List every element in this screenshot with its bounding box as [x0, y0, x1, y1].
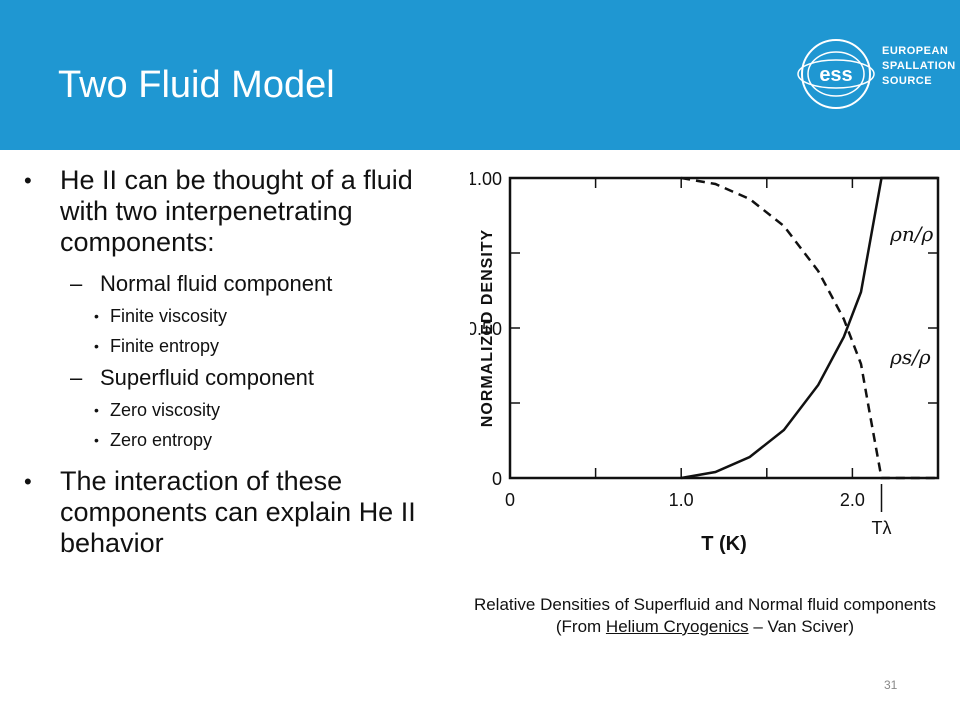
bullet-level1: • He II can be thought of a fluid with t…	[20, 165, 440, 258]
bullet-dash: –	[70, 271, 83, 296]
t-lambda-label: Tλ	[872, 518, 892, 538]
bullet-level3: • Zero entropy	[20, 428, 440, 452]
bullet-text: Superfluid component	[100, 365, 315, 390]
logo-text: EUROPEAN SPALLATION SOURCE	[882, 44, 956, 89]
bullet-dot: •	[94, 402, 99, 418]
x-axis-label: T (K)	[701, 533, 747, 555]
y-axis-label: NORMALIZED DENSITY	[479, 229, 496, 427]
bullet-level3: • Finite entropy	[20, 334, 440, 358]
bullet-text: Zero viscosity	[110, 400, 221, 420]
series-label-normal: ρn/ρ	[889, 222, 933, 246]
bullet-dot: •	[94, 308, 99, 324]
bullet-text: The interaction of these components can …	[60, 466, 416, 558]
bullet-list: • He II can be thought of a fluid with t…	[20, 165, 440, 571]
ess-logo-icon: ess	[797, 39, 875, 109]
bullet-level2: – Normal fluid component	[20, 270, 440, 298]
y-tick-label: 0	[492, 469, 502, 489]
ess-logo: ess EUROPEAN SPALLATION SOURCE	[796, 34, 955, 114]
bullet-text: Zero entropy	[110, 430, 213, 450]
caption-post: – Van Sciver)	[748, 617, 855, 636]
bullet-text: He II can be thought of a fluid with two…	[60, 165, 413, 257]
bullet-level2: – Superfluid component	[20, 364, 440, 392]
bullet-dot: •	[94, 432, 99, 448]
series-label-super: ρs/ρ	[889, 345, 931, 369]
x-tick-label: 1.0	[669, 490, 694, 510]
bullet-text: Normal fluid component	[100, 271, 333, 296]
logo-mark: ess	[819, 64, 852, 86]
caption-line1: Relative Densities of Superfluid and Nor…	[473, 595, 937, 614]
y-tick-label: 0.50	[470, 319, 502, 339]
bullet-dot: •	[24, 469, 32, 494]
bullet-dot: •	[24, 168, 32, 193]
caption-line2: (From Helium Cryogenics – Van Sciver)	[470, 616, 940, 638]
caption-book-title: Helium Cryogenics	[605, 617, 749, 636]
series-line	[680, 176, 938, 480]
figure-caption: Relative Densities of Superfluid and Nor…	[470, 594, 940, 638]
caption-pre: (From	[555, 617, 606, 636]
density-chart: 0 0.50 1.00 0 1.0 2.0 NORMALIZED DENSITY T (K) T…	[470, 169, 940, 555]
x-tick-label: 0	[505, 490, 515, 510]
bullet-dot: •	[94, 338, 99, 354]
bullet-level3: • Finite viscosity	[20, 304, 440, 328]
bullet-level3: • Zero viscosity	[20, 398, 440, 422]
logo-line2: SPALLATION	[882, 60, 956, 72]
logo-line3: SOURCE	[882, 75, 933, 87]
bullet-dash: –	[70, 365, 83, 390]
bullet-text: Finite viscosity	[110, 306, 228, 326]
logo-line1: EUROPEAN	[882, 45, 949, 57]
bullet-level1: • The interaction of these components ca…	[20, 466, 440, 559]
x-tick-label: 2.0	[840, 490, 865, 510]
slide-title: Two Fluid Model	[58, 64, 335, 106]
header-bar: Two Fluid Model ess EUROPEAN SPALLATION …	[0, 0, 960, 150]
y-tick-label: 1.00	[470, 169, 502, 189]
bullet-text: Finite entropy	[110, 336, 220, 356]
page-number: 31	[884, 678, 898, 692]
